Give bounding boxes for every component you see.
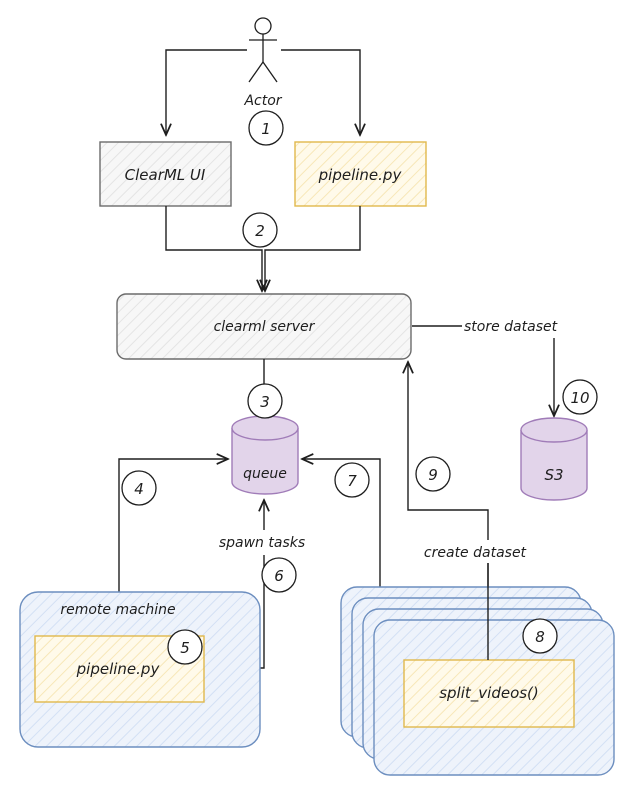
queue-node: queue [231, 415, 299, 495]
queue-label: queue [243, 466, 287, 482]
step-6: 6 [261, 557, 297, 593]
create-dataset-label: create dataset [424, 545, 527, 561]
actor-head-icon [254, 17, 272, 35]
pipeline-top-label: pipeline.py [318, 166, 403, 184]
s3-node: S3 [520, 417, 588, 501]
clearml-server-node: clearml server [116, 293, 412, 360]
svg-text:2: 2 [255, 222, 265, 240]
svg-text:4: 4 [134, 480, 144, 498]
s3-label: S3 [544, 466, 563, 484]
clearml-server-label: clearml server [214, 319, 316, 335]
pipeline-top-node: pipeline.py [294, 141, 427, 207]
clearml-ui-node: ClearML UI [99, 141, 232, 207]
edge-pipeline-to-server [265, 206, 361, 291]
store-dataset-label: store dataset [464, 319, 558, 335]
svg-text:1: 1 [261, 120, 271, 138]
step-10: 10 [562, 379, 598, 415]
edge-actor-to-pipeline [281, 49, 360, 135]
remote-machine-label: remote machine [60, 602, 175, 618]
svg-text:7: 7 [347, 472, 357, 490]
edge-workers-to-queue [302, 459, 381, 588]
step-2: 2 [242, 212, 278, 248]
svg-text:10: 10 [570, 389, 589, 407]
pipeline-remote-label: pipeline.py [76, 660, 161, 678]
edge-clearml-ui-to-server [165, 206, 262, 291]
remote-machine-node: remote machine pipeline.py [19, 591, 261, 748]
step-1: 1 [248, 110, 284, 146]
actor: Actor [243, 17, 283, 109]
step-9: 9 [415, 456, 451, 492]
svg-text:6: 6 [274, 567, 284, 585]
step-8: 8 [522, 618, 558, 654]
svg-text:8: 8 [535, 628, 545, 646]
worker-stack: split_videos() [340, 586, 615, 776]
actor-label: Actor [243, 93, 282, 109]
svg-text:3: 3 [260, 393, 270, 411]
svg-text:9: 9 [428, 466, 438, 484]
svg-text:5: 5 [180, 639, 190, 657]
step-5: 5 [167, 629, 203, 665]
step-3: 3 [247, 383, 283, 419]
step-4: 4 [121, 470, 157, 506]
split-videos-label: split_videos() [439, 684, 539, 703]
edge-actor-to-clearml-ui [166, 49, 247, 135]
clearml-ui-label: ClearML UI [125, 166, 206, 184]
edge-remote-to-queue [118, 459, 228, 598]
step-7: 7 [334, 462, 370, 498]
edge-create-dataset-up [408, 362, 489, 540]
spawn-tasks-label: spawn tasks [219, 535, 305, 551]
